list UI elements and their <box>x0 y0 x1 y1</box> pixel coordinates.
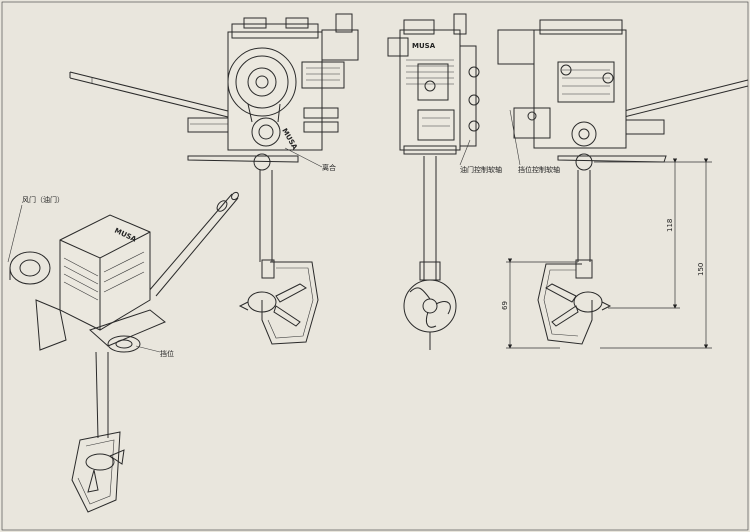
iso-shaft <box>95 351 99 439</box>
rear-view: 118 150 69 <box>497 19 749 349</box>
iso-gear-pulley <box>107 335 141 353</box>
side-brand: MUSA <box>412 42 436 50</box>
side-engine-block <box>399 29 461 151</box>
throttle-cable-label: 油门控制软轴 <box>460 165 502 174</box>
lower-unit-skeg <box>261 261 319 345</box>
iso-engine-block <box>59 214 151 331</box>
propeller-blade <box>275 283 307 303</box>
gear-label: 挡位 <box>160 349 174 358</box>
iso-skeg <box>71 431 121 513</box>
throttle-door-label: 风门（油门） <box>22 195 64 204</box>
flywheel <box>227 47 297 117</box>
fuel-tank <box>321 29 359 61</box>
air-filter <box>9 251 51 285</box>
tiller-handle <box>69 71 233 113</box>
rear-tiller <box>619 79 749 113</box>
rear-pulley <box>571 121 597 147</box>
clutch-label: 离合 <box>322 163 336 172</box>
dimension-150: 150 <box>697 263 705 276</box>
iso-tiller <box>147 193 233 293</box>
dimension-69: 69 <box>501 301 509 310</box>
side-view: MUSA 油门控制软轴 挡位控制软轴 <box>387 13 560 350</box>
rear-engine-block <box>533 29 627 149</box>
rear-skeg <box>537 263 593 345</box>
isometric-view: MUSA 风门（油门） 挡位 <box>7 191 239 513</box>
engine-block <box>227 31 323 151</box>
front-view: MUSA 离合 <box>69 13 359 345</box>
dimension-118: 118 <box>666 219 674 232</box>
gear-cable-label: 挡位控制软轴 <box>518 165 560 174</box>
propeller-disc <box>403 279 457 333</box>
clutch-pulley <box>251 117 281 147</box>
